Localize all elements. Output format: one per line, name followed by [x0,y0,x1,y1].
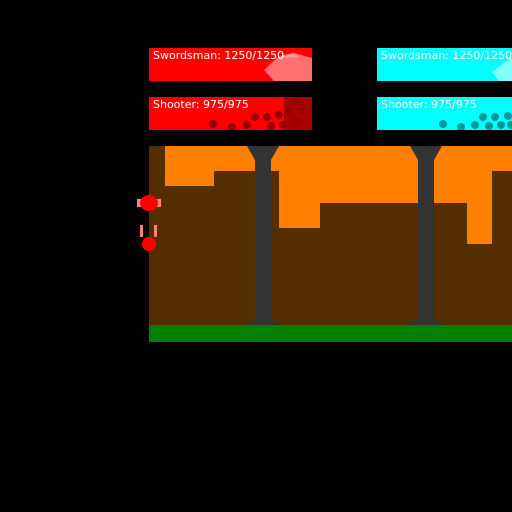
bullets-icon [209,97,312,130]
cyan-shooter-card: Shooter: 975/975 [377,97,512,130]
bullets-icon [439,112,512,130]
arena-view [149,146,512,342]
red-shooter-unit[interactable] [140,225,157,251]
red-shooter-hp-label: Shooter: 975/975 [153,98,249,111]
ground [149,325,512,342]
red-swordsman-hp-label: Swordsman: 1250/1250 [153,49,285,62]
red-swordsman-card: Swordsman: 1250/1250 [149,48,312,81]
arena-scene [149,146,512,342]
cyan-swordsman-hp-label: Swordsman: 1250/1250 [381,49,512,62]
cyan-swordsman-card: Swordsman: 1250/1250 [377,48,512,81]
red-units [137,195,161,251]
cyan-shooter-hp-label: Shooter: 975/975 [381,98,477,111]
sword-icon [492,58,512,81]
building-silhouettes [149,146,512,342]
red-shooter-card: Shooter: 975/975 [149,97,312,130]
red-swordsman-unit[interactable] [137,195,161,211]
sword-icon [264,53,312,81]
